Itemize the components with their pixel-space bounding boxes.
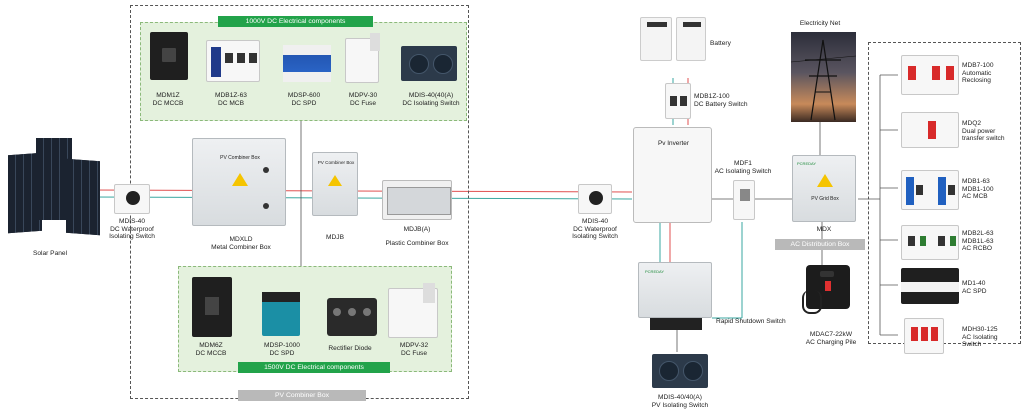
inverter-label: Pv Inverter — [658, 140, 689, 147]
top-model-4: MDPV-30 — [348, 92, 378, 99]
mdis-bottom-switch — [652, 354, 708, 388]
electricity-net-label: Electricity Net — [799, 20, 841, 27]
charging-cable — [802, 290, 822, 314]
plastic-combiner-box — [382, 180, 452, 220]
mdis-mid-switch — [578, 184, 612, 214]
mdjb-box: PV Combiner Box — [312, 152, 358, 216]
mdis-40-isolating-switch — [401, 46, 457, 81]
rectifier-diode — [327, 298, 377, 336]
rapid-shutdown-label: Rapid Shutdown Switch — [716, 318, 786, 325]
mdf1-switch — [733, 180, 755, 220]
top-desc-1: DC MCCB — [152, 99, 184, 107]
top-model-1: MDM1Z — [156, 92, 180, 99]
mdis-bottom-label: MDIS-40/40(A)PV Isolating Switch — [651, 394, 709, 409]
rsd-brand: PCREDAY — [645, 269, 665, 274]
top-model-5: MDIS-40(40(A) — [408, 92, 454, 99]
md1-40-spd — [901, 268, 959, 304]
rapid-shutdown-box: PCREDAY — [638, 262, 712, 318]
mdx-grid-box: PCREDAY PV Grid Box — [792, 155, 856, 222]
mdb7-100-recloser — [901, 55, 959, 95]
solar-panel-image — [8, 134, 100, 238]
bottom-label-3: Rectifier Diode — [328, 345, 372, 352]
top-model-3: MDSP-600 — [287, 92, 321, 99]
top-label-5: MDIS-40(40(A)DC Isolating Switch — [398, 92, 464, 107]
charging-pile — [806, 265, 850, 309]
grid-box-label: PV Grid Box — [811, 196, 839, 202]
metal-combiner-box: PV Combiner Box — [192, 138, 286, 226]
solar-panel-label: Solar Panel — [32, 250, 68, 257]
dc1000-tag: 1000V DC Electrical components — [218, 16, 373, 27]
pylon-icon — [790, 39, 857, 121]
plastic-box-label: MDJB(A)Plastic Combiner Box — [385, 226, 449, 247]
warning-icon — [817, 174, 833, 187]
mdm6z-mccb — [192, 277, 232, 337]
mdb1z-63-mcb — [206, 40, 260, 82]
electricity-net-image — [790, 32, 857, 122]
dc-line-return — [87, 196, 633, 200]
mdq2-transfer-switch — [901, 112, 959, 148]
mdsp-1000-spd — [262, 292, 300, 336]
ac-distribution-box-tag: AC Distribution Box — [775, 239, 865, 250]
top-desc-5: DC Isolating Switch — [402, 99, 460, 107]
mdm1z-mccb — [150, 32, 188, 80]
battery-unit-2 — [676, 17, 706, 61]
grid-box-brand: PCREDAY — [797, 161, 817, 166]
top-desc-2: DC MCB — [217, 99, 244, 107]
warning-icon — [232, 173, 248, 186]
mdb2l-rcbo — [901, 225, 959, 260]
top-model-2: MDB1Z-63 — [215, 92, 247, 99]
mdpv-32-fuse — [388, 283, 438, 338]
mdjb-label: MDJB — [326, 234, 344, 241]
mdpv-30-fuse — [345, 33, 380, 83]
mdb1-mcb — [901, 170, 959, 210]
mdh30-125-isolating-switch — [904, 318, 944, 354]
metal-box-tag: PV Combiner Box — [220, 155, 260, 161]
battery-label: Battery — [710, 40, 731, 47]
rsd-terminals — [650, 318, 702, 330]
battery-unit-1 — [640, 17, 672, 61]
top-desc-3: DC SPD — [291, 99, 317, 107]
mdx-label: MDX — [816, 226, 832, 233]
pv-combiner-box-tag: PV Combiner Box — [238, 390, 366, 401]
mdis-left-switch — [114, 184, 150, 214]
warning-icon — [328, 175, 342, 186]
dc-line — [87, 189, 633, 193]
mdjb-tag: PV Combiner Box — [317, 160, 355, 165]
battery-switch — [665, 83, 691, 119]
top-desc-4: DC Fuse — [349, 99, 376, 107]
dc1500-tag: 1500V DC Electrical components — [238, 362, 390, 373]
mdsp-600-spd — [283, 45, 331, 82]
ac-components-frame — [868, 42, 1021, 344]
pv-inverter: Pv Inverter — [633, 127, 712, 223]
